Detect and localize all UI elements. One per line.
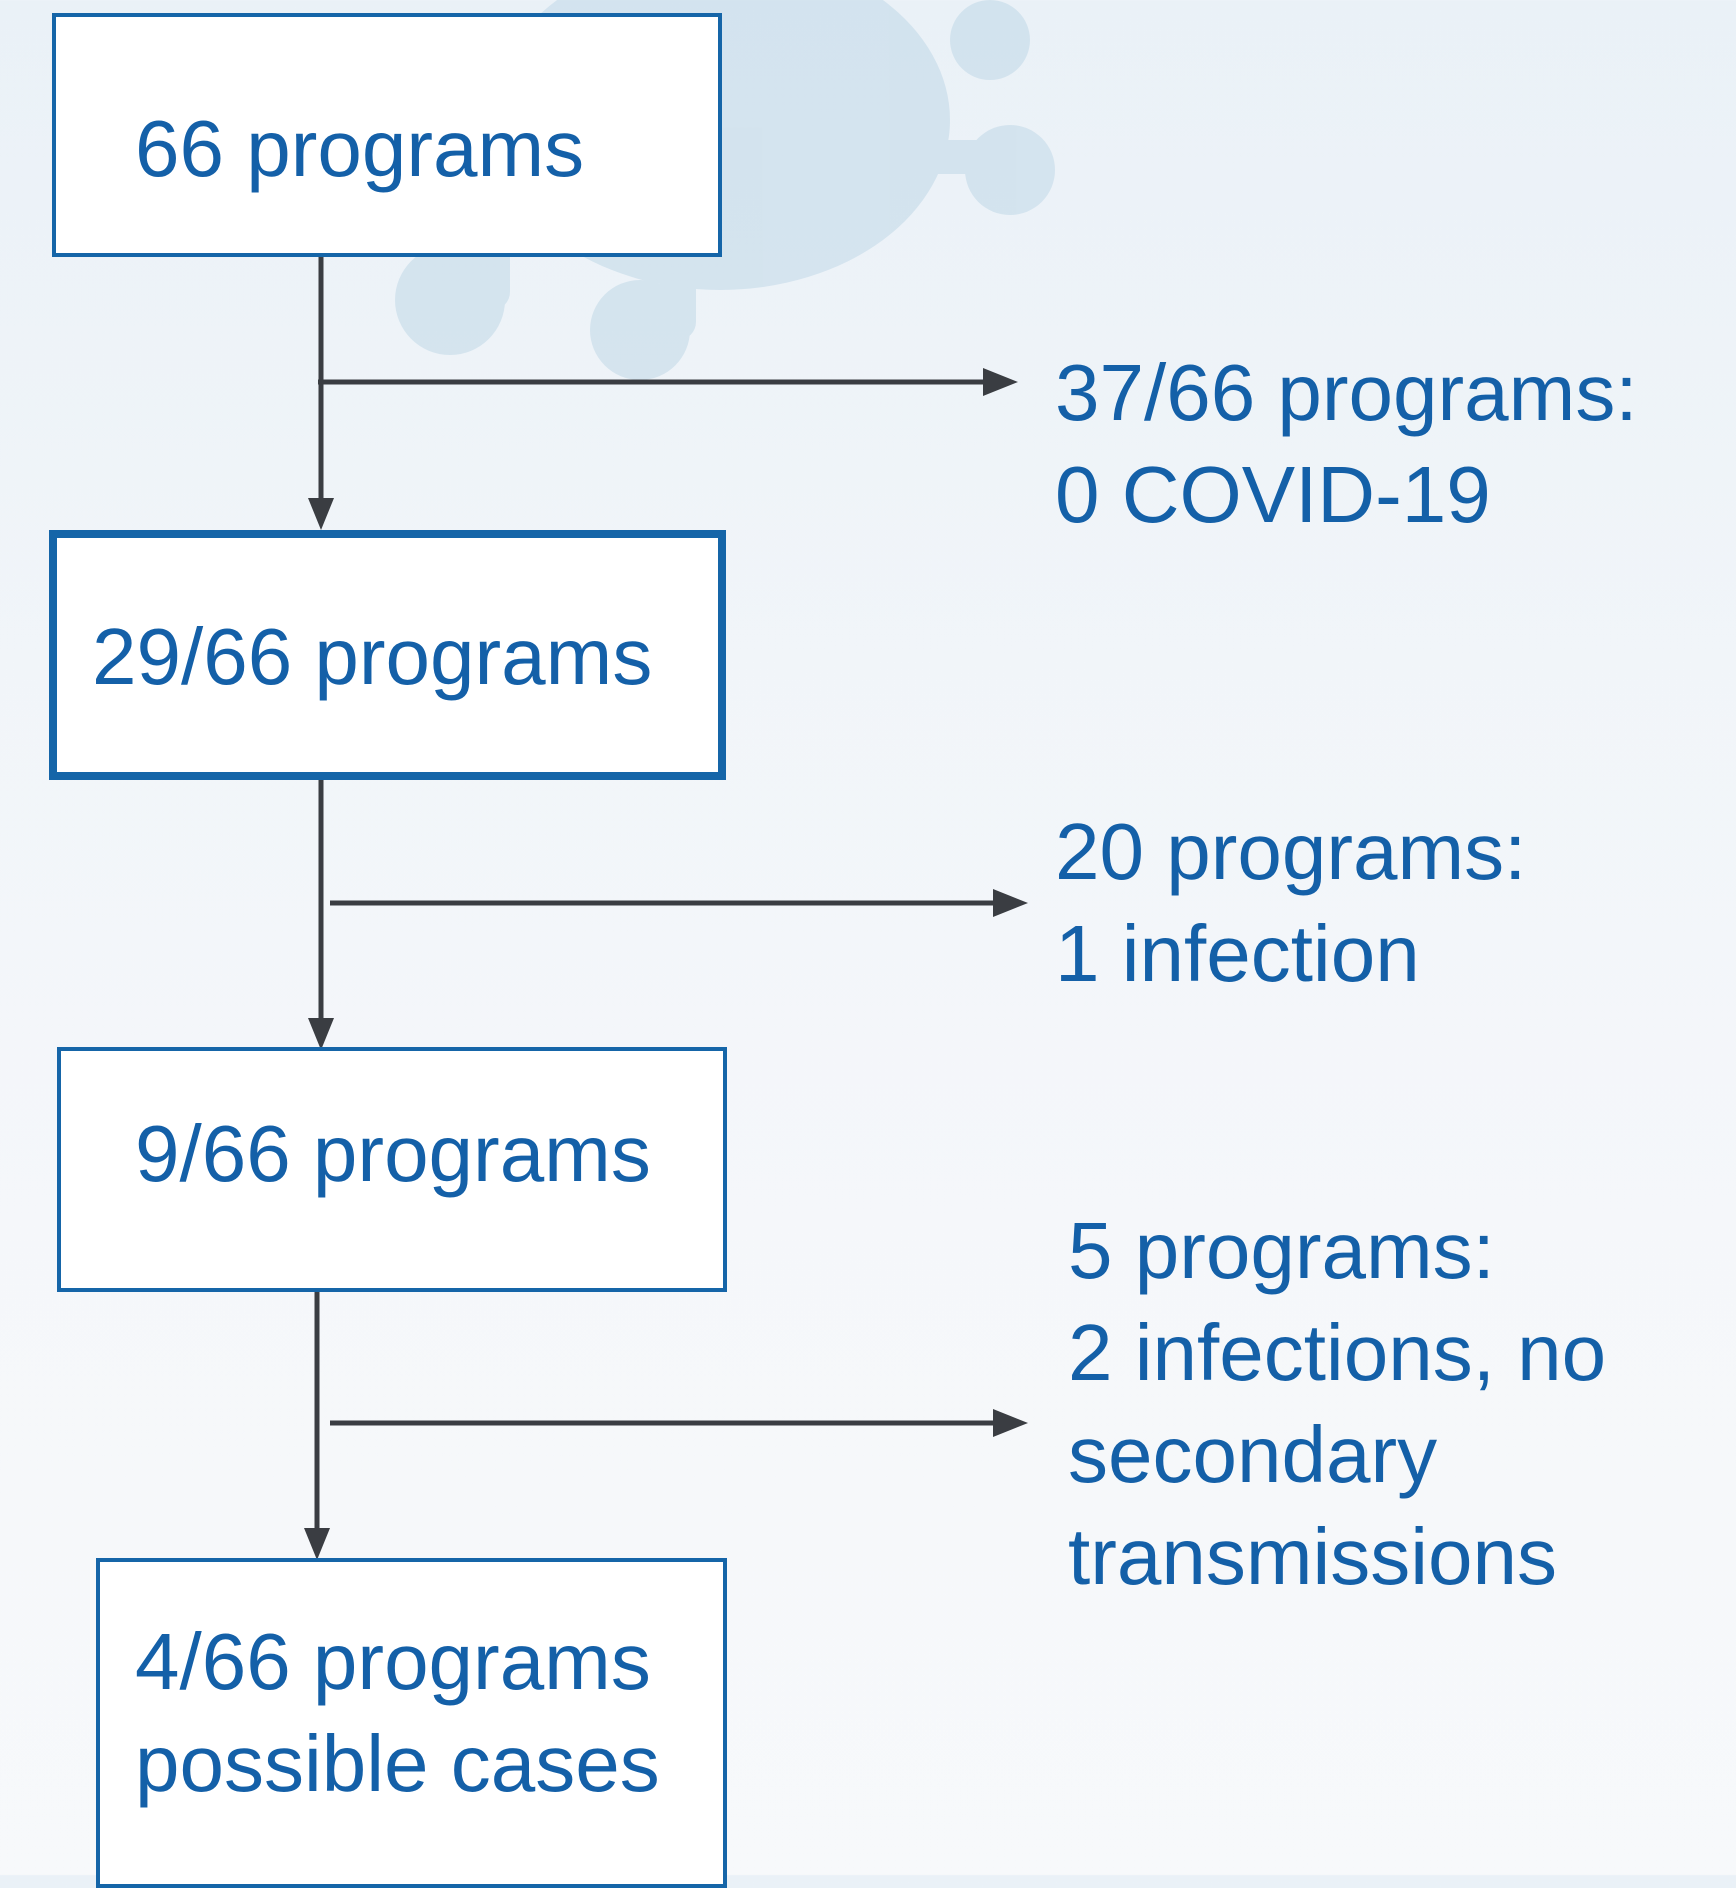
branch-1-text: 37/66 programs: 0 COVID-19: [1055, 342, 1638, 546]
arrowhead-step2: [308, 498, 334, 530]
branch-2-line-2: 1 infection: [1055, 909, 1420, 998]
arrowhead-branch2: [993, 889, 1028, 917]
branch-1-line-1: 37/66 programs:: [1055, 348, 1638, 437]
branch-3-line-2: 2 infections, no: [1068, 1308, 1607, 1397]
arrowhead-step4: [304, 1528, 330, 1560]
arrowhead-branch3: [993, 1409, 1028, 1437]
step-box-2: [49, 530, 726, 780]
step-4-line-2: possible cases: [135, 1719, 660, 1808]
branch-3-line-3: secondary: [1068, 1410, 1438, 1499]
step-4-text: 4/66 programs possible cases: [135, 1611, 660, 1815]
branch-3-line-1: 5 programs:: [1068, 1206, 1495, 1295]
branch-2-text: 20 programs: 1 infection: [1055, 801, 1526, 1005]
step-box-4: [96, 1558, 727, 1888]
step-3-line-1: 9/66 programs: [135, 1109, 651, 1198]
step-box-1: [52, 13, 722, 257]
step-1-line-1: 66 programs: [135, 104, 585, 193]
branch-3-line-4: transmissions: [1068, 1512, 1558, 1601]
branch-1-line-2: 0 COVID-19: [1055, 450, 1491, 539]
arrowhead-branch1: [983, 368, 1018, 396]
branch-3-text: 5 programs: 2 infections, no secondary t…: [1068, 1200, 1606, 1608]
arrowhead-step3: [308, 1018, 334, 1050]
step-1-text: 66 programs: [135, 98, 584, 200]
step-box-3: [57, 1047, 727, 1292]
branch-2-line-1: 20 programs:: [1055, 807, 1527, 896]
step-2-text: 29/66 programs: [92, 606, 652, 708]
step-3-text: 9/66 programs: [135, 1103, 651, 1205]
step-2-line-1: 29/66 programs: [92, 612, 653, 701]
step-4-line-1: 4/66 programs: [135, 1617, 651, 1706]
